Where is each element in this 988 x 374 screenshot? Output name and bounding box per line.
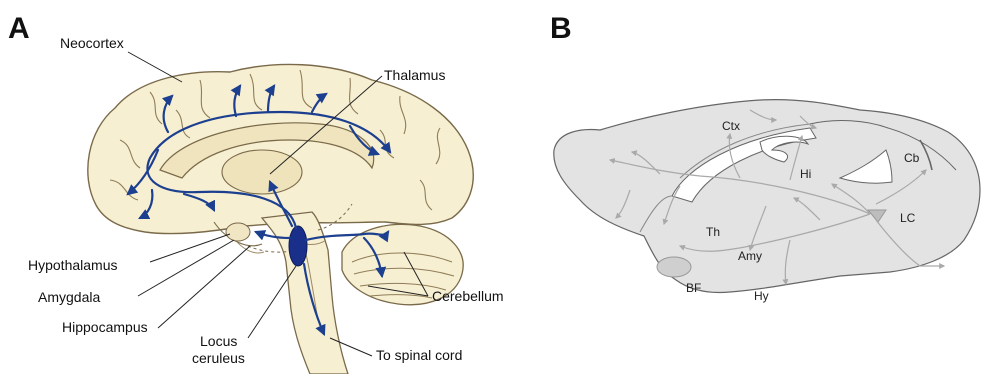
label-hy: Hy <box>754 289 769 303</box>
label-thalamus: Thalamus <box>384 67 445 83</box>
panel-b-mouse-brain: B <box>540 0 988 374</box>
label-hippocampus: Hippocampus <box>62 319 148 335</box>
label-to-spinal-cord: To spinal cord <box>376 347 462 363</box>
label-lc: LC <box>900 211 916 225</box>
label-hypothalamus: Hypothalamus <box>28 257 118 273</box>
label-neocortex: Neocortex <box>60 35 124 51</box>
locus-ceruleus-nucleus <box>289 226 307 266</box>
basal-forebrain-region <box>657 257 691 277</box>
label-ctx: Ctx <box>722 119 740 133</box>
label-hi: Hi <box>800 167 811 181</box>
label-ceruleus: ceruleus <box>192 350 245 366</box>
human-brain-diagram: Neocortex Thalamus Hypothalamus Amygdala… <box>0 0 540 374</box>
label-th: Th <box>706 225 720 239</box>
label-amygdala: Amygdala <box>38 289 100 305</box>
hypothalamus-region <box>226 223 250 241</box>
label-bf: BF <box>686 281 701 295</box>
panel-a-human-brain: A <box>0 0 540 374</box>
label-cerebellum: Cerebellum <box>432 288 504 304</box>
label-locus: Locus <box>200 333 237 349</box>
mouse-brain-diagram: Ctx Cb Hi Th Amy LC BF Hy <box>540 0 988 374</box>
label-cb: Cb <box>904 151 920 165</box>
cerebrum-outline <box>88 64 473 233</box>
label-amy: Amy <box>738 249 762 263</box>
